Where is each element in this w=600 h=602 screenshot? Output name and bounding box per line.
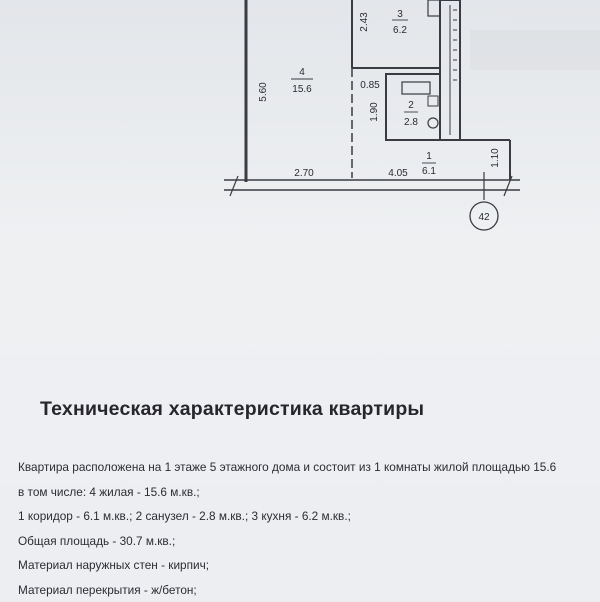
room-2-area: 2.8: [404, 117, 418, 128]
line-total-area: Общая площадь - 30.7 м.кв.;: [18, 529, 600, 554]
characteristics-text: Квартира расположена на 1 этаже 5 этажно…: [18, 455, 600, 602]
floor-plan: 4 15.6 3 6.2 2 2.8 1 6.1 5.60 2.43 0.85 …: [0, 0, 600, 260]
room-3-area: 6.2: [393, 25, 407, 36]
room-4-area: 15.6: [292, 84, 312, 95]
line-location: Квартира расположена на 1 этаже 5 этажно…: [18, 455, 600, 480]
line-other-rooms: 1 коридор - 6.1 м.кв.; 2 санузел - 2.8 м…: [18, 504, 600, 529]
room-4-number: 4: [299, 67, 305, 78]
dim-corridor-height: 1.10: [490, 148, 501, 168]
document-title: Техническая характеристика квартиры: [40, 398, 600, 421]
axis-marker-label: 42: [478, 212, 490, 223]
dim-width-bottom-left: 2.70: [294, 168, 314, 179]
dim-width-top-small: 0.85: [360, 80, 380, 91]
line-living-room: в том числе: 4 жилая - 15.6 м.кв.;: [18, 480, 600, 505]
line-floor-material: Материал перекрытия - ж/бетон;: [18, 578, 600, 602]
dim-kitchen-height: 2.43: [359, 12, 370, 32]
room-3-number: 3: [397, 9, 403, 20]
room-2-number: 2: [408, 100, 414, 111]
dim-width-bottom-right: 4.05: [388, 168, 408, 179]
room-1-number: 1: [426, 151, 432, 162]
dim-height-left: 5.60: [258, 82, 269, 102]
line-wall-material: Материал наружных стен - кирпич;: [18, 553, 600, 578]
room-1-area: 6.1: [422, 166, 436, 177]
dim-bath-height: 1.90: [369, 102, 380, 122]
